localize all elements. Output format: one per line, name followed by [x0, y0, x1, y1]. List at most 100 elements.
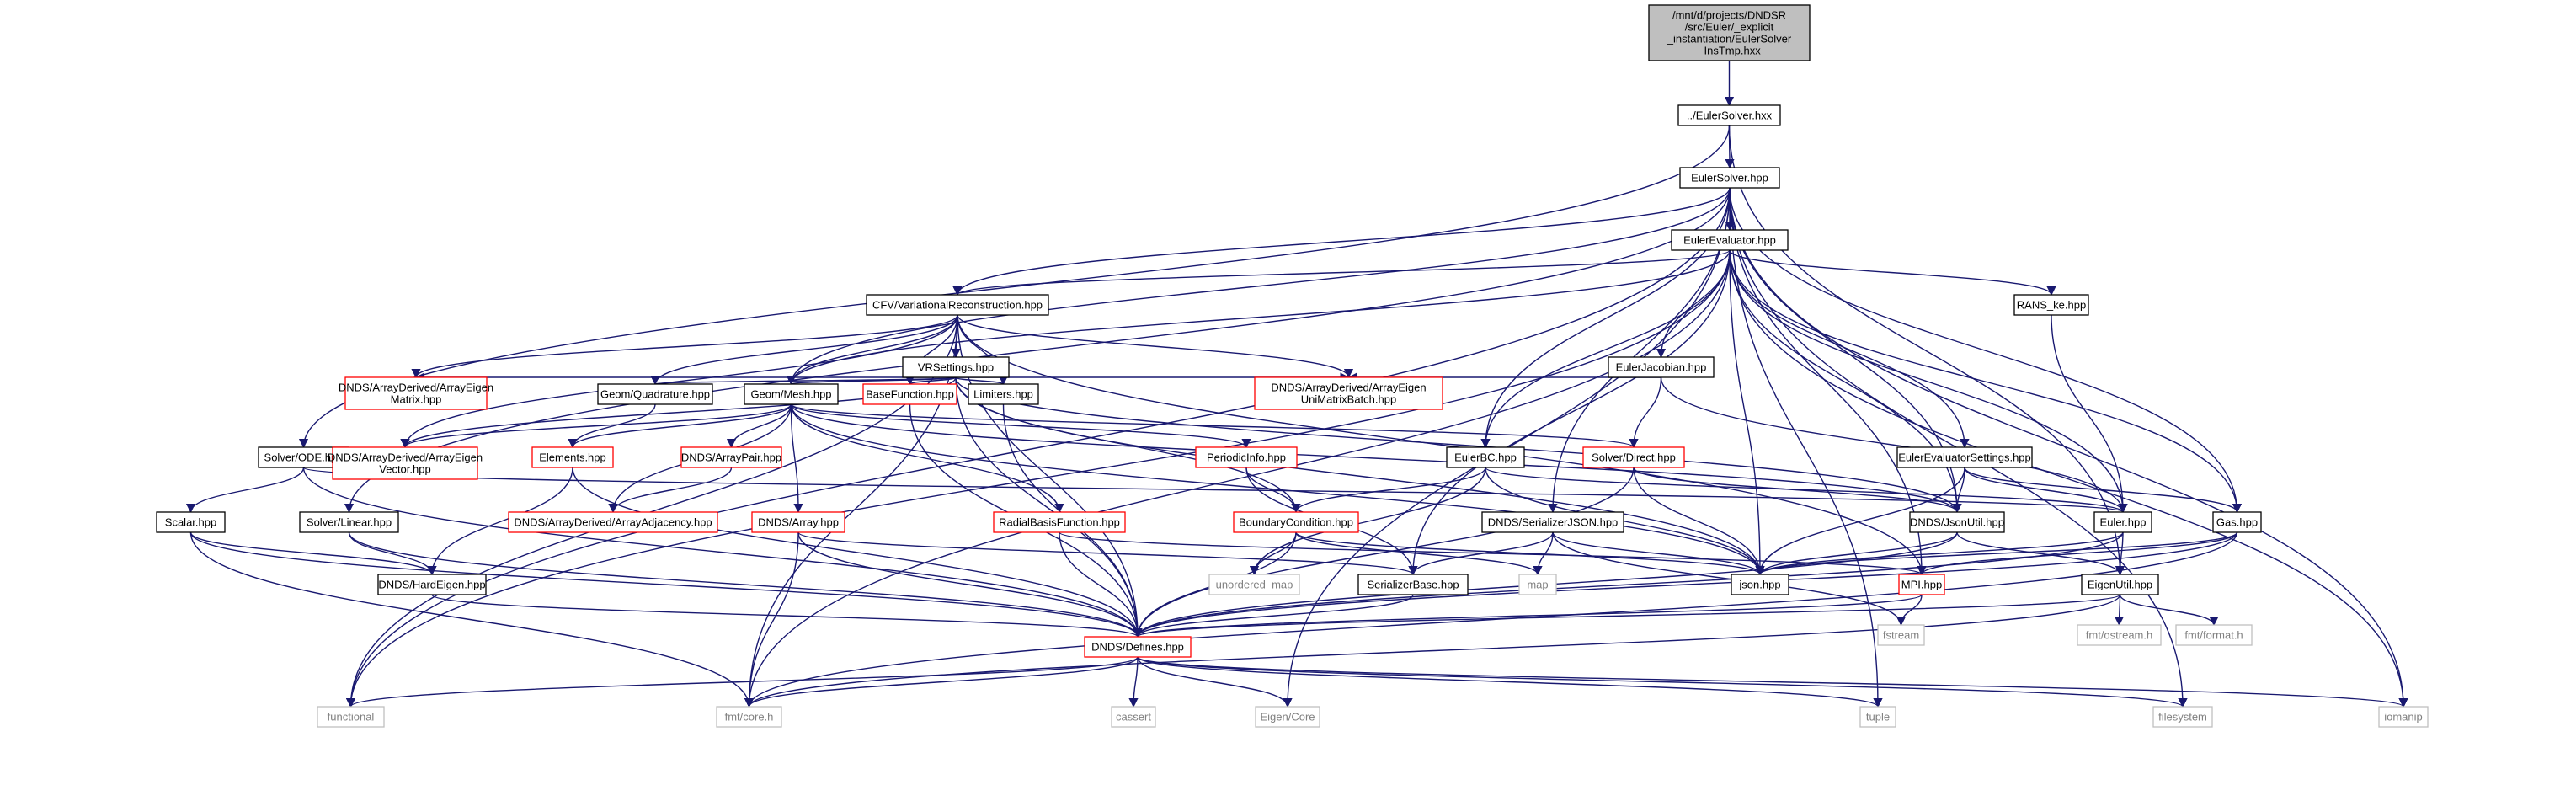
node-array-pair-hpp[interactable]: DNDS/ArrayPair.hpp: [680, 446, 782, 468]
node-json-util-hpp[interactable]: DNDS/JsonUtil.hpp: [1909, 511, 2005, 533]
edge-euler-evaluator-hpp-to-json-hpp: [1729, 249, 1765, 576]
node-hard-eigen-hpp[interactable]: DNDS/HardEigen.hpp: [377, 574, 487, 595]
node-box-tuple: [1859, 706, 1896, 728]
node-euler-evaluator-hpp[interactable]: EulerEvaluator.hpp: [1671, 229, 1789, 251]
edge-euler-evaluator-hpp-to-json-util-hpp: [1729, 249, 1962, 514]
node-geom-quadrature-hpp[interactable]: Geom/Quadrature.hpp: [597, 383, 713, 405]
node-base-function-hpp[interactable]: BaseFunction.hpp: [862, 383, 957, 405]
node-solver-linear-hpp[interactable]: Solver/Linear.hpp: [299, 511, 399, 533]
node-label-euler-evaluator-hpp: EulerEvaluator.hpp: [1683, 234, 1776, 247]
node-box-base-function-hpp: [862, 383, 957, 405]
node-box-geom-quadrature-hpp: [597, 383, 713, 405]
node-box-rans-ke-hpp: [2013, 294, 2089, 316]
edge-solver-ode-hpp-to-defines-hpp: [302, 467, 1143, 638]
edge-euler-hpp-to-json-hpp: [1755, 531, 2124, 576]
node-label-serializer-json-hpp: DNDS/SerializerJSON.hpp: [1488, 516, 1619, 529]
node-euler-solver-hpp[interactable]: EulerSolver.hpp: [1679, 167, 1780, 189]
edge-boundary-condition-hpp-to-json-hpp: [1295, 531, 1765, 576]
node-label-array-eigen-vector-hpp: DNDS/ArrayDerived/ArrayEigen: [328, 451, 483, 464]
node-label-array-eigen-matrix-hpp: Matrix.hpp: [391, 393, 442, 406]
node-serializer-json-hpp[interactable]: DNDS/SerializerJSON.hpp: [1481, 511, 1624, 533]
node-euler-bc-hpp[interactable]: EulerBC.hpp: [1446, 446, 1525, 468]
node-box-gas-hpp: [2212, 511, 2262, 533]
node-cfv-hpp[interactable]: CFV/VariationalReconstruction.hpp: [866, 294, 1049, 316]
edge-euler-solver-hpp-to-iomanip: [1729, 187, 2408, 708]
edge-boundary-condition-hpp-to-map: [1295, 531, 1543, 576]
node-array-eigen-uni-matrix-batch-hpp[interactable]: DNDS/ArrayDerived/ArrayEigenUniMatrixBat…: [1254, 376, 1443, 410]
edge-gas-hpp-to-fmt-core-h: [744, 531, 2238, 708]
node-box-periodic-info-hpp: [1195, 446, 1298, 468]
node-label-euler-bc-hpp: EulerBC.hpp: [1454, 451, 1517, 464]
node-limiters-hpp[interactable]: Limiters.hpp: [968, 383, 1039, 405]
node-box-mpi-hpp: [1898, 574, 1945, 595]
edge-gas-hpp-to-json-hpp: [1755, 531, 2238, 576]
edge-cfv-hpp-to-array-eigen-matrix-hpp: [411, 314, 958, 379]
node-euler-hpp[interactable]: Euler.hpp: [2093, 511, 2152, 533]
node-label-rans-ke-hpp: RANS_ke.hpp: [2017, 299, 2086, 312]
node-label-functional: functional: [328, 711, 375, 724]
node-label-fstream: fstream: [1883, 629, 1919, 642]
node-box-defines-hpp: [1084, 636, 1192, 658]
node-geom-mesh-hpp[interactable]: Geom/Mesh.hpp: [744, 383, 839, 405]
node-label-euler-solver-hxx: ../EulerSolver.hxx: [1687, 109, 1773, 122]
node-defines-hpp[interactable]: DNDS/Defines.hpp: [1084, 636, 1192, 658]
node-label-root: _instantiation/EulerSolver: [1667, 33, 1792, 45]
node-box-fmt-ostream-h: [2077, 624, 2162, 646]
node-label-cassert: cassert: [1116, 711, 1151, 724]
edge-serializer-json-hpp-to-fstream: [1552, 531, 1907, 627]
edge-euler-solver-hpp-to-tuple: [1729, 187, 1883, 708]
node-box-euler-bc-hpp: [1446, 446, 1525, 468]
edge-euler-bc-hpp-to-euler-hpp: [1485, 467, 2128, 514]
node-label-json-hpp: json.hpp: [1738, 579, 1780, 591]
edge-scalar-hpp-to-hard-eigen-hpp: [189, 531, 437, 576]
node-rans-ke-hpp[interactable]: RANS_ke.hpp: [2013, 294, 2089, 316]
edge-euler-evaluator-hpp-to-iomanip: [1729, 249, 2408, 708]
edge-elements-hpp-to-defines-hpp: [572, 467, 1143, 638]
edge-geom-mesh-hpp-to-radial-basis-function-hpp: [790, 403, 1064, 514]
edge-cfv-hpp-to-mpi-hpp: [957, 314, 1927, 576]
edge-euler-evaluator-hpp-to-euler-hpp: [1729, 249, 2128, 514]
node-label-solver-direct-hpp: Solver/Direct.hpp: [1592, 451, 1676, 464]
edge-euler-evaluator-hpp-to-euler-jacobian-hpp: [1656, 249, 1731, 359]
node-eigen-core: Eigen/Core: [1255, 706, 1320, 728]
node-boundary-condition-hpp[interactable]: BoundaryCondition.hpp: [1233, 511, 1359, 533]
node-box-euler-evaluator-hpp: [1671, 229, 1789, 251]
edge-cfv-hpp-to-array-eigen-vector-hpp: [400, 314, 958, 449]
node-euler-solver-hxx[interactable]: ../EulerSolver.hxx: [1677, 104, 1781, 126]
node-euler-jacobian-hpp[interactable]: EulerJacobian.hpp: [1608, 356, 1715, 378]
node-radial-basis-function-hpp[interactable]: RadialBasisFunction.hpp: [993, 511, 1126, 533]
edge-solver-linear-hpp-to-defines-hpp: [348, 531, 1143, 638]
edge-solver-linear-hpp-to-hard-eigen-hpp: [348, 531, 437, 576]
node-label-map: map: [1527, 579, 1548, 591]
node-serializer-base-hpp[interactable]: SerializerBase.hpp: [1357, 574, 1469, 595]
node-euler-evaluator-settings-hpp[interactable]: EulerEvaluatorSettings.hpp: [1896, 446, 2033, 468]
node-label-root: _InsTmp.hxx: [1697, 45, 1761, 57]
node-json-hpp[interactable]: json.hpp: [1731, 574, 1789, 595]
node-array-adjacency-hpp[interactable]: DNDS/ArrayDerived/ArrayAdjacency.hpp: [508, 511, 718, 533]
node-solver-direct-hpp[interactable]: Solver/Direct.hpp: [1582, 446, 1685, 468]
node-label-array-eigen-vector-hpp: Vector.hpp: [379, 463, 430, 476]
node-label-hard-eigen-hpp: DNDS/HardEigen.hpp: [378, 579, 485, 591]
node-gas-hpp[interactable]: Gas.hpp: [2212, 511, 2262, 533]
node-vrsettings-hpp[interactable]: VRSettings.hpp: [902, 356, 1010, 378]
node-eigen-util-hpp[interactable]: EigenUtil.hpp: [2081, 574, 2159, 595]
node-box-root: [1648, 4, 1811, 61]
edge-geom-mesh-hpp-to-array-pair-hpp: [726, 403, 792, 449]
node-filesystem: filesystem: [2152, 706, 2213, 728]
node-root[interactable]: /mnt/d/projects/DNDSR/src/Euler/_explici…: [1648, 4, 1811, 61]
edge-solver-ode-hpp-to-euler-hpp: [302, 467, 2127, 514]
node-dnds-array-hpp[interactable]: DNDS/Array.hpp: [751, 511, 845, 533]
edge-euler-evaluator-settings-hpp-to-euler-hpp: [1964, 467, 2128, 514]
edge-cfv-hpp-to-functional: [345, 314, 958, 708]
node-label-array-eigen-uni-matrix-batch-hpp: DNDS/ArrayDerived/ArrayEigen: [1271, 382, 1426, 394]
edge-cfv-hpp-to-geom-mesh-hpp: [786, 314, 958, 386]
node-scalar-hpp[interactable]: Scalar.hpp: [156, 511, 226, 533]
node-label-array-adjacency-hpp: DNDS/ArrayDerived/ArrayAdjacency.hpp: [514, 516, 712, 529]
node-elements-hpp[interactable]: Elements.hpp: [531, 446, 614, 468]
node-box-functional: [317, 706, 385, 728]
edge-geom-quadrature-hpp-to-elements-hpp: [568, 403, 656, 449]
node-mpi-hpp[interactable]: MPI.hpp: [1898, 574, 1945, 595]
node-periodic-info-hpp[interactable]: PeriodicInfo.hpp: [1195, 446, 1298, 468]
